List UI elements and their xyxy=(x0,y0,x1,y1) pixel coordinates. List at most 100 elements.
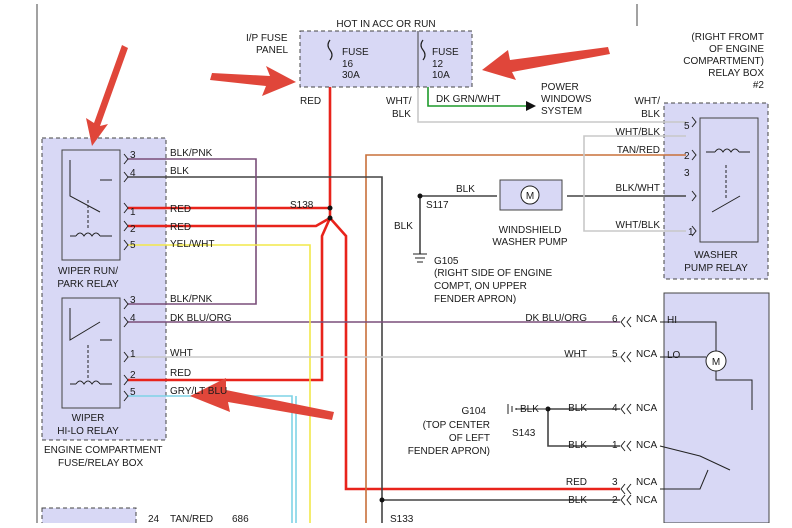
fuse12-number: 12 xyxy=(432,59,444,70)
motor-lo: LO xyxy=(667,350,681,361)
washer-pin-1: 1 xyxy=(688,227,694,238)
wiper-hilo-relay-inner xyxy=(61,297,121,409)
bottom-pin: 24 xyxy=(148,514,160,523)
washer-wire-3: BLK/WHT xyxy=(616,183,660,194)
callout-arrow-fuse12 xyxy=(482,47,610,80)
motor-pin-4: 4 xyxy=(612,403,618,414)
run-pin-1: 1 xyxy=(130,207,136,218)
label-red-top: RED xyxy=(300,96,321,107)
splice-s133-dot xyxy=(379,497,385,503)
hilo-pin-3: 3 xyxy=(130,295,136,306)
run-pin-3: 3 xyxy=(130,150,136,161)
fuse16-number: 16 xyxy=(342,59,354,70)
bottom-wire: TAN/RED xyxy=(170,514,213,523)
fuse16-icon xyxy=(327,39,333,61)
fuse-relay-box-label-1: ENGINE COMPARTMENT xyxy=(44,445,163,456)
motor-conn-3: NCA xyxy=(636,477,657,488)
power-windows-arrow-icon xyxy=(526,101,536,111)
fuse-panel-box xyxy=(299,30,473,88)
fuse-relay-box-label-2: FUSE/RELAY BOX xyxy=(58,458,144,469)
bottom-circuit: 686 xyxy=(232,514,249,523)
motor-pin-2: 2 xyxy=(612,495,618,506)
fuse12-name: FUSE xyxy=(432,47,459,58)
wiper-run-label-1: WIPER RUN/ xyxy=(58,266,118,277)
motor-wire-3: RED xyxy=(566,477,587,488)
label-g104-3: FENDER APRON) xyxy=(408,446,490,457)
motor-hi: HI xyxy=(667,315,677,326)
wiper-hilo-label-1: WIPER xyxy=(72,413,105,424)
label-g105-3: FENDER APRON) xyxy=(434,294,516,305)
motor-conn-5: NCA xyxy=(636,349,657,360)
motor-pin-3: 3 xyxy=(612,477,618,488)
relay-box-right-1: (RIGHT FROMT xyxy=(691,32,764,43)
run-pin-2: 2 xyxy=(130,224,136,235)
relay-box-right-4: RELAY BOX xyxy=(708,68,764,79)
callout-arrow-fuse16 xyxy=(210,66,296,96)
motor-park-link xyxy=(715,371,753,410)
label-g104-2: OF LEFT xyxy=(449,433,490,444)
motor-conn-2: NCA xyxy=(636,495,657,506)
label-blk-s117: BLK xyxy=(456,184,475,195)
label-s133: S133 xyxy=(390,514,414,523)
run-wire-2: RED xyxy=(170,222,191,233)
wiper-hilo-label-2: HI-LO RELAY xyxy=(57,426,119,437)
hilo-wire-3: BLK/PNK xyxy=(170,294,213,305)
motor-wire-1: BLK xyxy=(568,440,587,451)
fuse12-amps: 10A xyxy=(432,70,450,81)
washer-relay-label-2: PUMP RELAY xyxy=(684,263,748,274)
wires xyxy=(128,87,686,523)
label-blk-vert: BLK xyxy=(394,221,413,232)
wire-blk-g104-vert xyxy=(547,409,620,447)
run-pin-5: 5 xyxy=(130,240,136,251)
power-windows-3: SYSTEM xyxy=(541,106,582,117)
splice-s138-dot xyxy=(327,205,333,211)
power-windows-1: POWER xyxy=(541,82,579,93)
washer-relay-symbol-icon xyxy=(706,148,750,213)
label-wht-blk-right-b: BLK xyxy=(641,109,660,120)
washer-motor-m: M xyxy=(526,191,534,202)
ground-g104-icon xyxy=(507,404,548,414)
wire-blk-run4 xyxy=(128,176,383,523)
label-blk-g104: BLK xyxy=(520,404,539,415)
run-wire-4: BLK xyxy=(170,166,189,177)
wire-red-motor xyxy=(329,217,620,491)
label-g104: G104 xyxy=(462,406,487,417)
ground-g105-icon xyxy=(413,253,427,263)
hilo-wire-5: GRY/LT BLU xyxy=(170,386,227,397)
motor-conn-6: NCA xyxy=(636,314,657,325)
hilo-wire-1: WHT xyxy=(170,348,193,359)
label-s138: S138 xyxy=(290,200,314,211)
label-wht-blk-right-a: WHT/ xyxy=(634,96,660,107)
hilo-pin-2: 2 xyxy=(130,370,136,381)
splice-s138-dot2 xyxy=(327,215,333,221)
relay-box-right-5: #2 xyxy=(753,80,765,91)
washer-pin-3: 3 xyxy=(684,168,690,179)
motor-conn-4: NCA xyxy=(636,403,657,414)
hilo-pin-5: 5 xyxy=(130,387,136,398)
washer-wire-5: WHT/BLK xyxy=(616,127,661,138)
relay-box-right-2: OF ENGINE xyxy=(709,44,764,55)
wiper-run-relay-inner xyxy=(61,149,121,261)
wire-blk-pnk xyxy=(128,158,257,305)
fuse16-amps: 30A xyxy=(342,70,360,81)
power-windows-2: WINDOWS xyxy=(541,94,592,105)
wire-dk-grn-wht xyxy=(427,87,526,107)
wire-red-run2 xyxy=(128,208,332,228)
fuse-panel-title: HOT IN ACC OR RUN xyxy=(336,19,435,30)
washer-pin-2: 2 xyxy=(684,151,690,162)
washer-wire-1: WHT/BLK xyxy=(616,220,661,231)
wire-tan-red xyxy=(365,154,686,523)
fuse12-icon xyxy=(420,39,426,61)
label-wht-blk-a: WHT/ xyxy=(386,96,412,107)
hilo-pin-4: 4 xyxy=(130,313,136,324)
relay-box-right-3: COMPARTMENT) xyxy=(683,56,764,67)
washer-relay-connectors xyxy=(691,116,697,237)
label-g105-2: COMPT, ON UPPER xyxy=(434,281,527,292)
label-g105-1: (RIGHT SIDE OF ENGINE xyxy=(434,268,552,279)
hilo-pin-1: 1 xyxy=(130,349,136,360)
motor-pin-1: 1 xyxy=(612,440,618,451)
label-g105: G105 xyxy=(434,256,459,267)
label-wht-blk-b: BLK xyxy=(392,109,411,120)
motor-hi-link xyxy=(660,321,717,351)
